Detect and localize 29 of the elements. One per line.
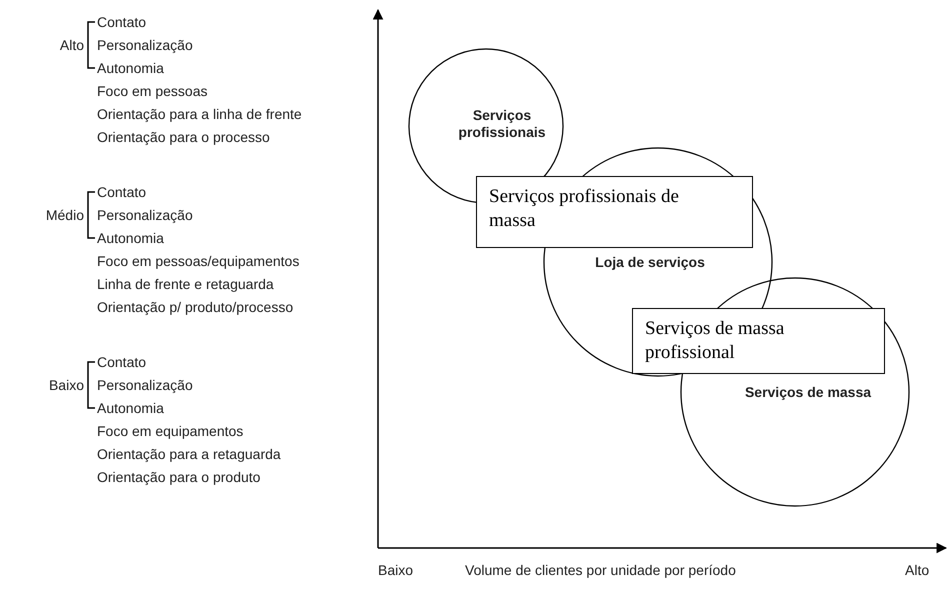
level-label: Médio bbox=[46, 207, 84, 223]
attribute-label: Personalização bbox=[97, 377, 193, 393]
attribute-label: Contato bbox=[97, 184, 146, 200]
attribute-label: Personalização bbox=[97, 207, 193, 223]
attribute-label: Orientação para a retaguarda bbox=[97, 446, 281, 462]
axis-title: Volume de clientes por unidade por período bbox=[465, 562, 736, 578]
level-label: Baixo bbox=[48, 377, 84, 393]
attribute-label: Linha de frente e retaguarda bbox=[97, 276, 274, 292]
attribute-label: Autonomia bbox=[97, 60, 164, 76]
level-label: Alto bbox=[60, 37, 84, 53]
attribute-label: Contato bbox=[97, 14, 146, 30]
attribute-label: Foco em equipamentos bbox=[97, 423, 244, 439]
label-box: Serviços profissionais de massa bbox=[476, 176, 753, 248]
attribute-label: Orientação p/ produto/processo bbox=[97, 299, 294, 315]
attribute-label: Autonomia bbox=[97, 230, 164, 246]
attribute-label: Orientação para o processo bbox=[97, 129, 270, 145]
circle-label: Serviços de massa bbox=[744, 384, 872, 400]
label-box: Serviços de massa profissional bbox=[632, 308, 885, 374]
circle-label: Serviços profissionais bbox=[457, 107, 547, 141]
axis-label: Alto bbox=[905, 562, 930, 578]
attribute-label: Personalização bbox=[97, 37, 193, 53]
circle-label: Loja de serviços bbox=[594, 254, 706, 270]
attribute-label: Foco em pessoas/equipamentos bbox=[97, 253, 300, 269]
attribute-label: Orientação para o produto bbox=[97, 469, 260, 485]
attribute-label: Orientação para a linha de frente bbox=[97, 106, 302, 122]
attribute-label: Foco em pessoas bbox=[97, 83, 208, 99]
attribute-label: Autonomia bbox=[97, 400, 164, 416]
axis-label: Baixo bbox=[378, 562, 414, 578]
attribute-label: Contato bbox=[97, 354, 146, 370]
